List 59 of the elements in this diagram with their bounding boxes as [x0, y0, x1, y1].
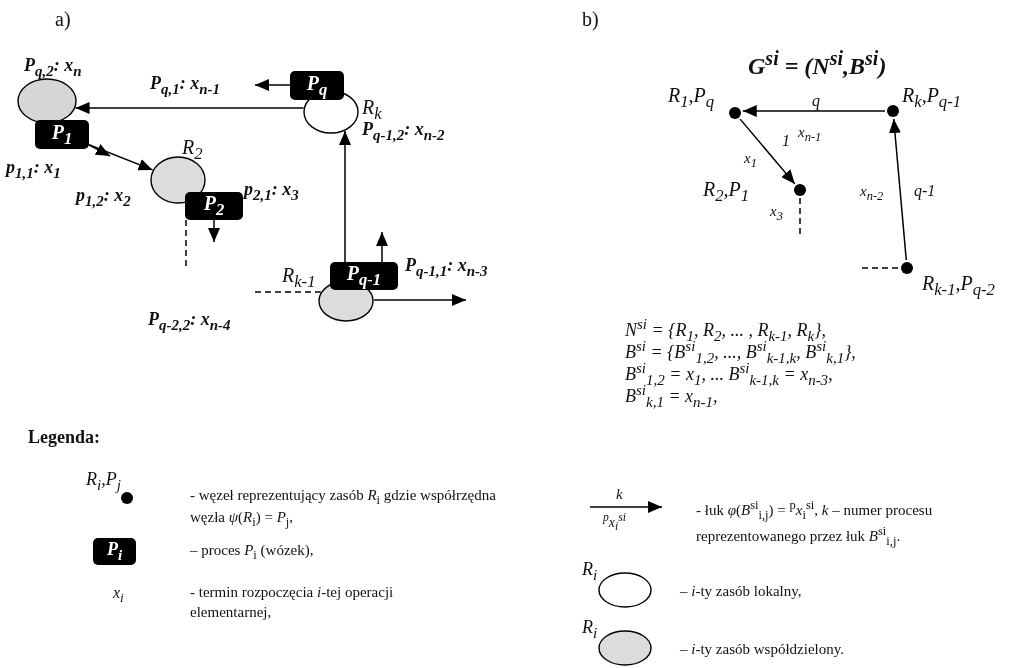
operation-label: p$_{2,1}$: x$_{3}$	[244, 180, 299, 204]
resource-label: R$_{k-1}$	[282, 264, 316, 292]
legend-text: – proces P$_{i}$ (wózek),	[190, 541, 315, 564]
operation-label: p$_{1,1}$: x$_{1}$	[6, 158, 61, 182]
graph-node-dot	[729, 107, 741, 119]
dashed-line	[185, 219, 187, 267]
arrow	[889, 118, 908, 261]
time-label: x$_{3}$	[770, 203, 783, 224]
shared-resource-ellipse	[17, 78, 77, 124]
graph-node-dot	[901, 262, 913, 274]
arrow	[74, 102, 305, 114]
arrow	[88, 144, 111, 157]
operation-label: P$_{q,2}$: x$_{n}$	[24, 56, 82, 80]
operation-label: P$_{q-2,2}$: x$_{n-4}$	[148, 310, 231, 334]
process-box: P$_{1}$	[35, 120, 89, 149]
arrow	[739, 118, 796, 185]
operation-label: P$_{q-1,1}$: x$_{n-3}$	[405, 256, 488, 280]
arrow	[339, 130, 351, 263]
node-label: R$_{k-1}$,P$_{q-2}$	[922, 272, 995, 300]
node-label: R$_{k}$,P$_{q-1}$	[902, 84, 962, 112]
legend-symbol-label: R$_{i}$	[582, 560, 598, 584]
dashed-line	[861, 267, 900, 269]
node-label: R$_{1}$,P$_{q}$	[668, 84, 715, 112]
arrow-symbol-label: k	[616, 486, 623, 503]
arrow	[373, 294, 467, 306]
panel-label: a)	[55, 8, 71, 30]
graph-node-dot	[794, 184, 806, 196]
legend-symbol-label: R$_{i}$	[582, 618, 598, 642]
arrow	[376, 231, 388, 263]
dashed-line	[254, 291, 322, 293]
arrow	[208, 219, 220, 243]
legend-text: - węzeł reprezentujący zasób R$_{i}$ gdzie współrzędna węzła ψ(R$_{i}$) = P$_{j}$,	[190, 486, 497, 531]
operation-label: p$_{1,2}$: x$_{2}$	[76, 186, 131, 210]
arrow	[742, 105, 886, 117]
legend-symbol-label: x$_{i}$	[113, 584, 124, 606]
process-symbol: P$_{i}$	[93, 538, 137, 566]
legend-text: - termin rozpoczęcia i-tej operacji elementarnej,	[190, 583, 395, 622]
legend-text: - łuk φ(B$^{si}$$_{i,j}$) = $^{p}$x$_{i}$$^{si}$, k – numer procesu reprezentowanego przez łuk B$^{si}$$_{i,j}$.	[696, 497, 934, 550]
time-label: x$_{n-2}$	[860, 183, 884, 204]
time-label: x$_{1}$	[744, 150, 757, 171]
dashed-line	[799, 197, 801, 237]
legend-symbol-label: R$_{i}$,P$_{j}$	[86, 470, 121, 494]
operation-label: P$_{q,1}$: x$_{n-1}$	[150, 74, 221, 98]
time-label: x$_{n-1}$	[798, 124, 822, 145]
legend-text: – i-ty zasób współdzielony.	[680, 640, 845, 659]
legend-heading: Legenda:	[28, 428, 100, 448]
operation-label: P$_{q-1,2}$: x$_{n-2}$	[362, 120, 445, 144]
resource-label: R$_{2}$	[182, 136, 203, 164]
process-box: P$_{q}$	[290, 71, 344, 100]
arrow	[254, 79, 291, 91]
process-box: P$_{q-1}$	[330, 262, 398, 290]
resource-label: R$_{k}$	[362, 96, 382, 123]
arrow	[88, 143, 154, 171]
node-label: R$_{2}$,P$_{1}$	[703, 178, 750, 206]
process-box: P$_{2}$	[185, 192, 243, 220]
graph-node-dot	[887, 105, 899, 117]
graph-formula: G$^{si}$ = (N$^{si}$,B$^{si}$)	[748, 47, 887, 80]
legend-text: – i-ty zasób lokalny,	[680, 582, 803, 601]
panel-label: b)	[582, 8, 599, 30]
